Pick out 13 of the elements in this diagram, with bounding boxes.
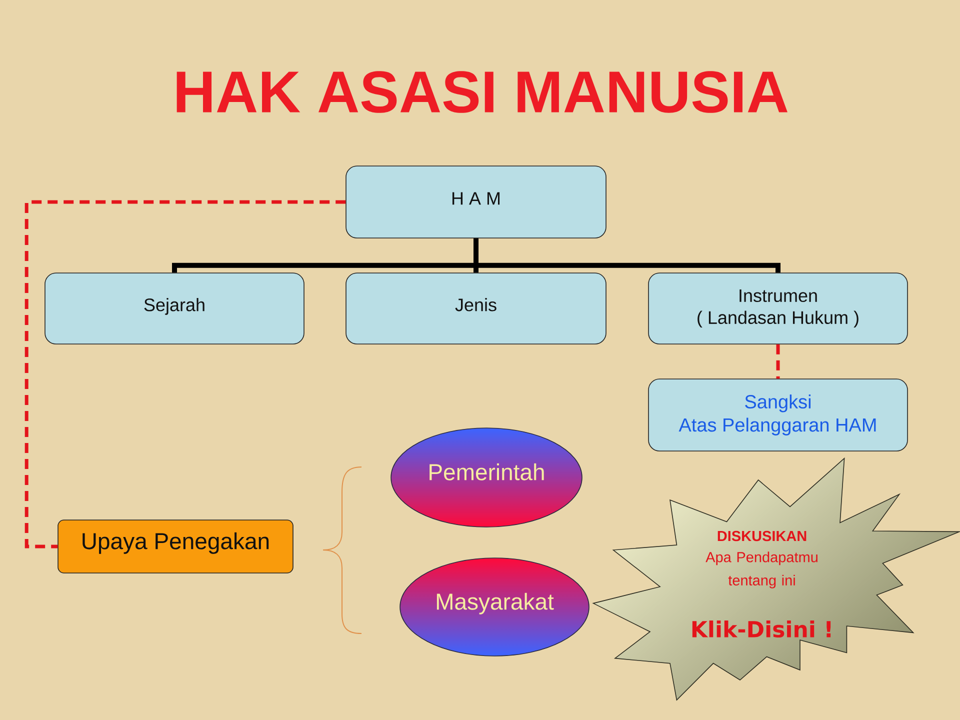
- process-box: Sangksi Atas Pelanggaran HAM: [648, 378, 908, 452]
- process-box: Instrumen ( Landasan Hukum ): [648, 272, 908, 344]
- dashed-connector: [776, 344, 780, 379]
- connector-line: [474, 238, 780, 273]
- dashed-connector: [24, 200, 346, 548]
- process-box: Sejarah: [44, 272, 304, 344]
- title: HAK ASASI MANUSIA: [176, 71, 788, 113]
- callout-text: Apa Pendapatmu tentang ini: [706, 552, 818, 588]
- process-box: Upaya Penegakan: [58, 520, 294, 574]
- process-box: Jenis: [346, 272, 606, 344]
- callout-heading: DISKUSIKAN: [718, 530, 806, 542]
- process-box: H A M: [346, 166, 606, 238]
- link-text: Klik-Disini !: [692, 620, 831, 638]
